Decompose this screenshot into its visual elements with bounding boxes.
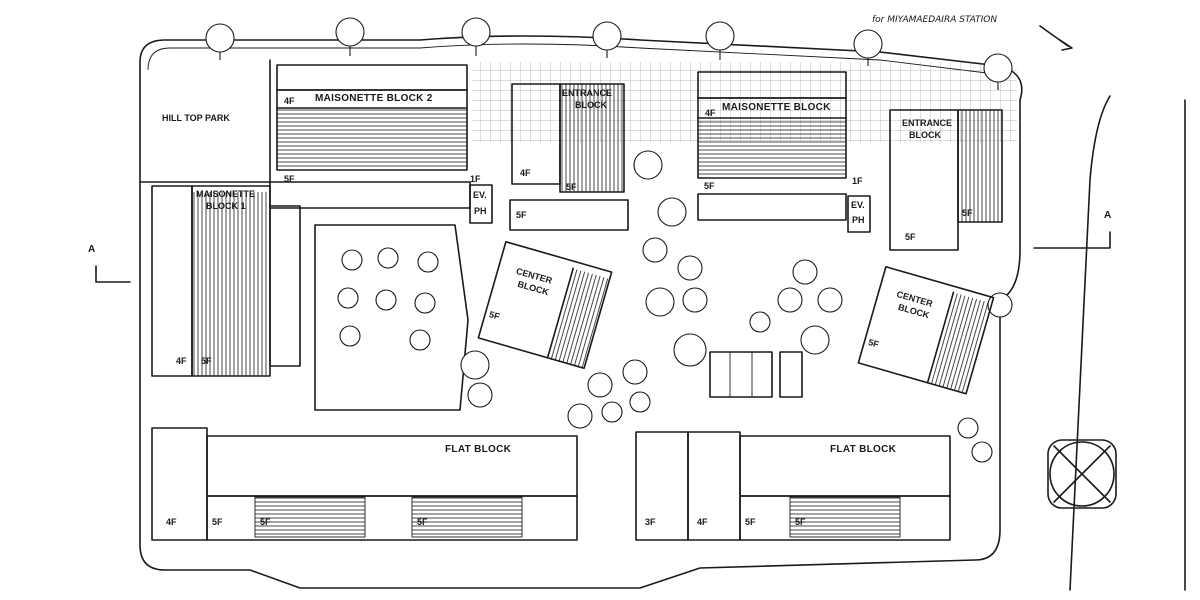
floor-label: 5F bbox=[795, 517, 806, 527]
entrance-block-right: ENTRANCE BLOCK 5F 5F bbox=[889, 109, 1003, 251]
floor-label: 4F bbox=[705, 108, 716, 118]
floor-label: 4F bbox=[166, 517, 177, 527]
floor-label: 1F bbox=[852, 176, 863, 186]
svg-text:ENTRANCE: ENTRANCE bbox=[902, 118, 952, 128]
svg-text:PH: PH bbox=[852, 215, 865, 225]
maisonette-right-label: MAISONETTE BLOCK bbox=[722, 102, 831, 113]
svg-text:PH: PH bbox=[474, 206, 487, 216]
park-label: HILL TOP PARK bbox=[162, 113, 230, 123]
svg-text:BLOCK: BLOCK bbox=[909, 130, 941, 140]
entrance-block-left: ENTRANCE BLOCK 4F 5F 5F bbox=[509, 83, 629, 231]
floor-label: 4F bbox=[176, 356, 187, 366]
maisonette-2-label: MAISONETTE BLOCK 2 bbox=[315, 93, 433, 104]
center-block-right: CENTER BLOCK 5F bbox=[857, 265, 995, 395]
svg-text:BLOCK: BLOCK bbox=[575, 100, 607, 110]
station-label: for MIYAMAEDAIRA STATION bbox=[872, 15, 997, 25]
floor-label: 5F bbox=[417, 517, 428, 527]
section-marker-left: A bbox=[88, 244, 131, 283]
station-direction: for MIYAMAEDAIRA STATION bbox=[872, 15, 1073, 51]
courtyard-garden bbox=[314, 224, 493, 411]
central-stairs bbox=[709, 351, 803, 398]
flat-block-left: FLAT BLOCK 4F 5F 5F 5F bbox=[151, 427, 578, 541]
floor-label: 5F bbox=[905, 232, 916, 242]
north-compass-icon bbox=[1047, 439, 1117, 509]
center-block-left: CENTER BLOCK 5F bbox=[477, 240, 613, 370]
floor-label: 5F bbox=[284, 174, 295, 184]
floor-label: 5F bbox=[201, 356, 212, 366]
floor-label: 5F bbox=[212, 517, 223, 527]
svg-text:BLOCK 1: BLOCK 1 bbox=[206, 201, 246, 211]
access-corridor bbox=[269, 181, 471, 209]
floor-label: 5F bbox=[704, 181, 715, 191]
floor-label: 5F bbox=[745, 517, 756, 527]
floor-label: 5F bbox=[962, 208, 973, 218]
floor-label: 4F bbox=[520, 168, 531, 178]
maisonette-block-2: MAISONETTE BLOCK 2 4F 5F 1F bbox=[276, 64, 481, 184]
elevator-right: EV. PH bbox=[847, 195, 871, 233]
section-marker-right: A bbox=[1033, 210, 1112, 249]
central-tree-belt bbox=[567, 150, 1013, 463]
floor-label: 5F bbox=[488, 309, 501, 322]
flat-block-right: FLAT BLOCK 3F 4F 5F 5F bbox=[635, 431, 951, 541]
floor-label: 5F bbox=[260, 517, 271, 527]
floor-label: 5F bbox=[516, 210, 527, 220]
boundary-trees bbox=[205, 17, 1013, 90]
floor-label: 3F bbox=[645, 517, 656, 527]
floor-label: 1F bbox=[470, 174, 481, 184]
maisonette-block-right: MAISONETTE BLOCK 4F 5F 1F bbox=[697, 71, 863, 221]
floor-label: 4F bbox=[697, 517, 708, 527]
svg-text:A: A bbox=[88, 244, 96, 255]
flat-right-label: FLAT BLOCK bbox=[830, 444, 897, 455]
elevator-left: EV. PH bbox=[469, 184, 493, 224]
floor-label: 5F bbox=[867, 337, 880, 350]
svg-text:A: A bbox=[1104, 210, 1112, 221]
svg-text:MAISONETTE: MAISONETTE bbox=[196, 189, 255, 199]
svg-text:EV.: EV. bbox=[473, 190, 487, 200]
svg-text:EV.: EV. bbox=[851, 200, 865, 210]
floor-label: 5F bbox=[566, 182, 577, 192]
svg-text:ENTRANCE: ENTRANCE bbox=[562, 88, 612, 98]
flat-left-label: FLAT BLOCK bbox=[445, 444, 512, 455]
maisonette-block-1: MAISONETTE BLOCK 1 4F 5F bbox=[151, 185, 301, 377]
floor-label: 4F bbox=[284, 96, 295, 106]
